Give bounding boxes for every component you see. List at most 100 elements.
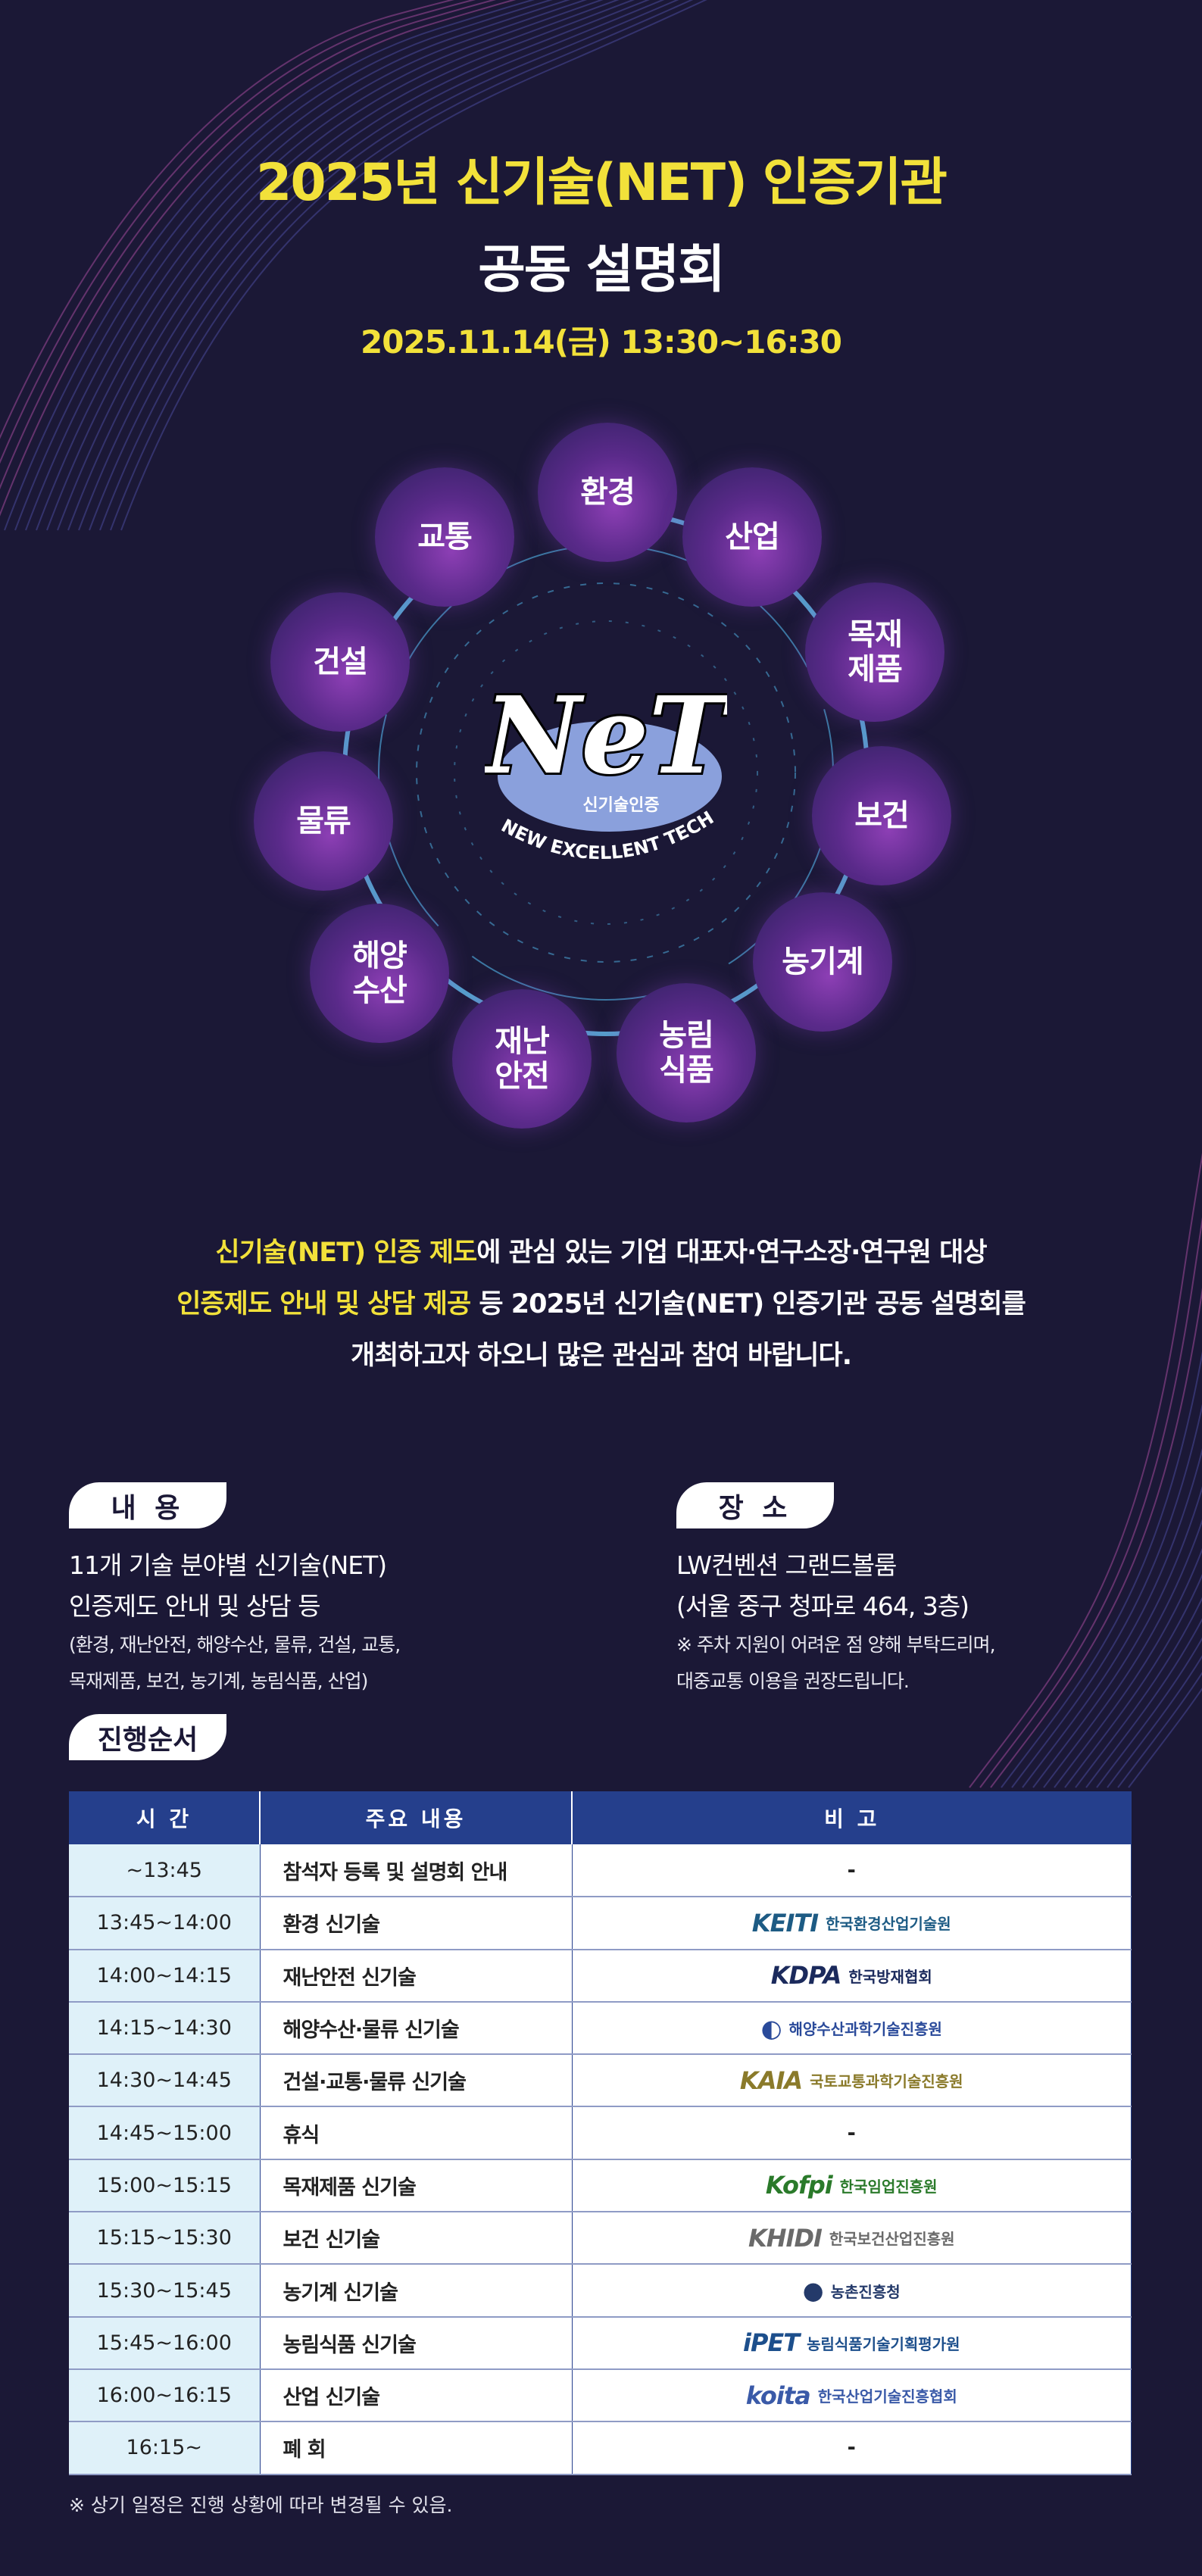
venue-address: (서울 중구 청파로 464, 3층)	[676, 1591, 969, 1621]
org-mark: KDPA	[770, 1961, 842, 1991]
content-info: 11개 기술 분야별 신기술(NET) 인증제도 안내 및 상담 등 (환경, …	[69, 1545, 401, 1700]
wave-line	[1054, 1547, 1202, 1788]
field-label: 교통	[417, 520, 473, 554]
content-cell: 건설·교통·물류 신기술	[260, 2054, 573, 2108]
field-label: 목재 제품	[848, 617, 903, 687]
field-label: 환경	[580, 475, 635, 510]
org-mark: Kofpi	[765, 2171, 833, 2200]
field-label: 보건	[854, 798, 910, 833]
venue-label: 장 소	[676, 1482, 834, 1528]
intro-highlight-2: 인증제도 안내 및 상담 제공	[176, 1289, 471, 1319]
wave-line	[1032, 1485, 1202, 1788]
field-bubble: 농림 식품	[617, 983, 756, 1123]
content-detail: 목재제품, 보건, 농기계, 농림식품, 산업)	[69, 1670, 368, 1692]
net-logo: NeT 신기술인증 NEW EXCELLENT TECHNOLOGY	[477, 650, 737, 886]
org-name: 농림식품기술기획평가원	[807, 2334, 960, 2353]
wave-line	[57, 0, 620, 531]
wave-line	[67, 0, 635, 531]
wave-line	[120, 0, 707, 531]
venue-info: LW컨벤션 그랜드볼룸 (서울 중구 청파로 464, 3층) ※ 주차 지원이…	[676, 1545, 996, 1700]
wave-line	[0, 0, 516, 517]
content-cell: 참석자 등록 및 설명회 안내	[260, 1844, 573, 1898]
wave-line	[1107, 1655, 1202, 1788]
time-cell: 16:00~16:15	[69, 2368, 261, 2423]
venue-note: ※ 주차 지원이 어려운 점 양해 부탁드리며,	[676, 1634, 996, 1656]
table-row: 16:15~폐 회-	[69, 2421, 1132, 2475]
wave-line	[99, 0, 679, 531]
page-subtitle: 공동 설명회	[478, 240, 725, 300]
wave-line	[1022, 1447, 1202, 1788]
field-bubble: 물류	[254, 751, 393, 891]
wave-line	[78, 0, 651, 531]
organization-logo: Kofpi 한국임업진흥원	[766, 2171, 938, 2200]
org-name: 한국환경산업기술원	[826, 1915, 951, 1934]
note-cell: ◐해양수산과학기술진흥원	[572, 2001, 1132, 2056]
content-cell: 해양수산·물류 신기술	[260, 2001, 573, 2056]
page-title: 2025년 신기술(NET) 인증기관	[256, 153, 948, 213]
time-cell: 15:45~16:00	[69, 2316, 261, 2370]
column-header-content: 주요 내용	[260, 1791, 573, 1844]
org-mark: KHIDI	[748, 2223, 823, 2253]
org-mark: koita	[745, 2381, 811, 2410]
note-cell: -	[572, 2421, 1132, 2475]
time-cell: 15:30~15:45	[69, 2264, 261, 2318]
field-bubble: 교통	[375, 467, 514, 607]
content-line: 11개 기술 분야별 신기술(NET)	[69, 1550, 387, 1580]
org-name: 한국임업진흥원	[839, 2177, 938, 2196]
organization-logo: ◐해양수산과학기술진흥원	[761, 2014, 942, 2043]
wave-line	[990, 1287, 1202, 1788]
logo-text: NeT	[485, 674, 727, 798]
wave-line	[0, 0, 497, 490]
wave-line	[36, 0, 588, 531]
wave-line	[1011, 1404, 1202, 1788]
content-cell: 목재제품 신기술	[260, 2159, 573, 2213]
intro-text-2: 등 2025년 신기술(NET) 인증기관 공동 설명회를	[470, 1289, 1026, 1319]
schedule-label: 진행순서	[69, 1714, 226, 1760]
wave-line	[1043, 1519, 1202, 1788]
field-bubble: 산업	[682, 467, 822, 607]
time-cell: 15:00~15:15	[69, 2159, 261, 2213]
note-cell: Kofpi 한국임업진흥원	[572, 2159, 1132, 2213]
content-cell: 농기계 신기술	[260, 2264, 573, 2318]
time-cell: 15:15~15:30	[69, 2212, 261, 2265]
wave-line	[969, 1153, 1202, 1788]
content-cell: 휴식	[260, 2106, 573, 2160]
field-label: 해양 수산	[352, 938, 407, 1008]
content-cell: 폐 회	[260, 2421, 573, 2475]
content-cell: 산업 신기술	[260, 2368, 573, 2423]
time-cell: 14:30~14:45	[69, 2054, 261, 2108]
content-cell: 재난안전 신기술	[260, 1949, 573, 2003]
time-cell: 14:45~15:00	[69, 2106, 261, 2160]
org-mark: KAIA	[739, 2065, 803, 2095]
wave-line	[1064, 1573, 1202, 1788]
field-label: 재난 안전	[495, 1024, 550, 1094]
wave-line	[14, 0, 553, 531]
wave-line	[979, 1216, 1202, 1788]
field-bubble: 목재 제품	[805, 582, 944, 722]
wave-line	[110, 0, 694, 531]
note-cell: -	[572, 2106, 1132, 2160]
field-label: 농림 식품	[659, 1018, 714, 1088]
venue-note: 대중교통 이용을 권장드립니다.	[676, 1670, 910, 1692]
intro-highlight-1: 신기술(NET) 인증 제도	[215, 1238, 477, 1268]
note-cell: ●농촌진흥청	[572, 2264, 1132, 2318]
field-label: 건설	[313, 645, 368, 679]
content-label: 내 용	[69, 1482, 226, 1528]
wave-line	[1001, 1350, 1202, 1788]
wave-line	[46, 0, 604, 531]
field-bubble: 농기계	[753, 892, 892, 1032]
